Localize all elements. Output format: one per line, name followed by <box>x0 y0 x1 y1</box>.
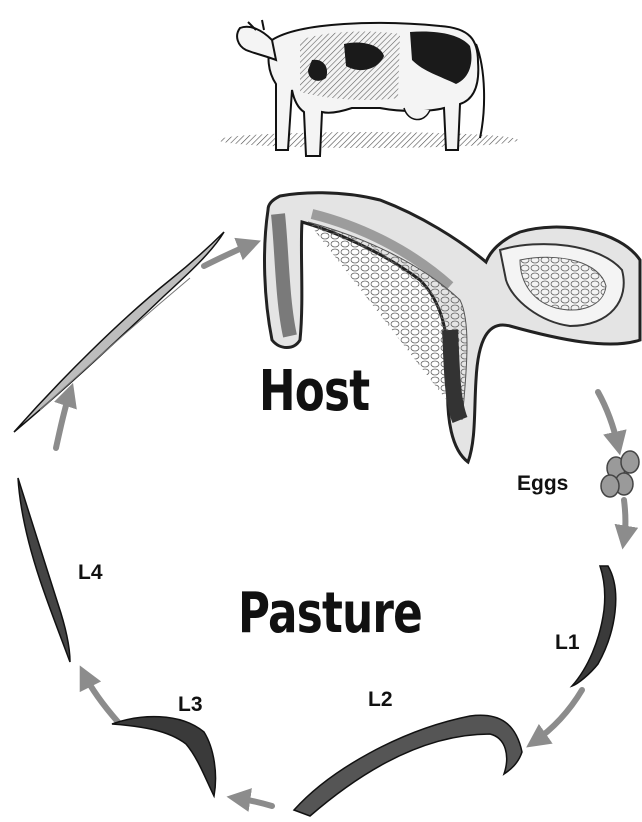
arrow-l4-to-l4-adult <box>56 392 70 448</box>
larva-adult-developing <box>14 232 224 432</box>
arrow-eggs-to-l1 <box>624 500 626 540</box>
larva-l3 <box>112 717 216 796</box>
larva-l2 <box>294 715 522 816</box>
stage-label-l2: L2 <box>368 688 393 712</box>
cow-illustration <box>218 20 518 156</box>
stage-label-l1: L1 <box>555 631 580 655</box>
arrow-l3-to-l4 <box>84 674 118 722</box>
stage-label-l4: L4 <box>78 561 103 585</box>
arrow-l2-to-l3 <box>236 798 272 806</box>
arrow-l1-to-l2 <box>534 690 582 742</box>
arrow-adult-to-eggs <box>598 392 618 446</box>
stage-label-l3: L3 <box>178 693 203 717</box>
pasture-label: Pasture <box>238 586 422 642</box>
egg-cluster-icon <box>601 451 639 497</box>
stage-label-eggs: Eggs <box>517 472 568 496</box>
larva-l4 <box>18 478 70 662</box>
host-label: Host <box>259 364 369 420</box>
larva-l1 <box>572 566 616 686</box>
